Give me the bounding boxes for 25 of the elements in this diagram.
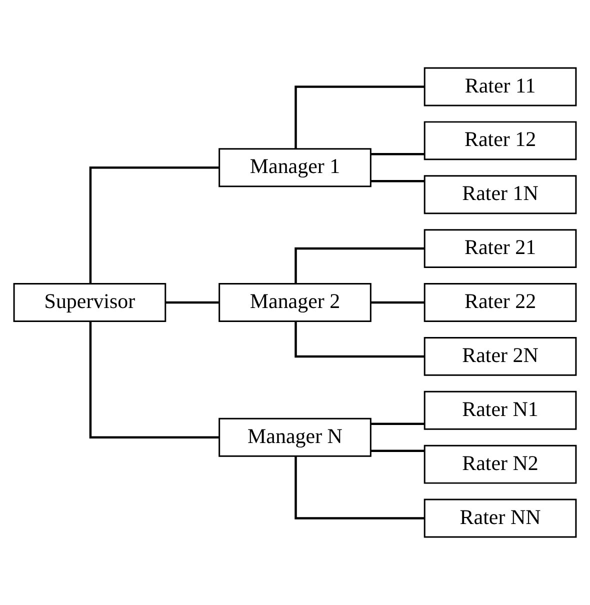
connector [89, 321, 219, 438]
connector [370, 422, 424, 425]
connector [294, 321, 424, 358]
node-box: Rater 11 [424, 67, 577, 106]
connector [370, 450, 424, 452]
connector [294, 86, 424, 149]
node-box: Supervisor [13, 283, 166, 322]
node-box: Rater 12 [424, 121, 577, 160]
node-box: Rater N1 [424, 390, 577, 430]
node-box: Rater N2 [424, 444, 577, 484]
node-box: Manager 2 [218, 283, 372, 322]
node-box: Manager N [218, 418, 372, 457]
connector [370, 180, 424, 182]
node-box: Rater 22 [424, 283, 577, 322]
connector [294, 456, 424, 520]
node-box: Rater 21 [424, 229, 577, 268]
connector [370, 153, 424, 156]
node-box: Rater 2N [424, 336, 577, 376]
connector [370, 301, 424, 304]
connector [294, 247, 424, 284]
node-box: Rater NN [424, 498, 577, 538]
node-box: Manager 1 [218, 148, 372, 188]
node-box: Rater 1N [424, 175, 577, 214]
connector [89, 166, 219, 284]
connector [166, 301, 219, 304]
